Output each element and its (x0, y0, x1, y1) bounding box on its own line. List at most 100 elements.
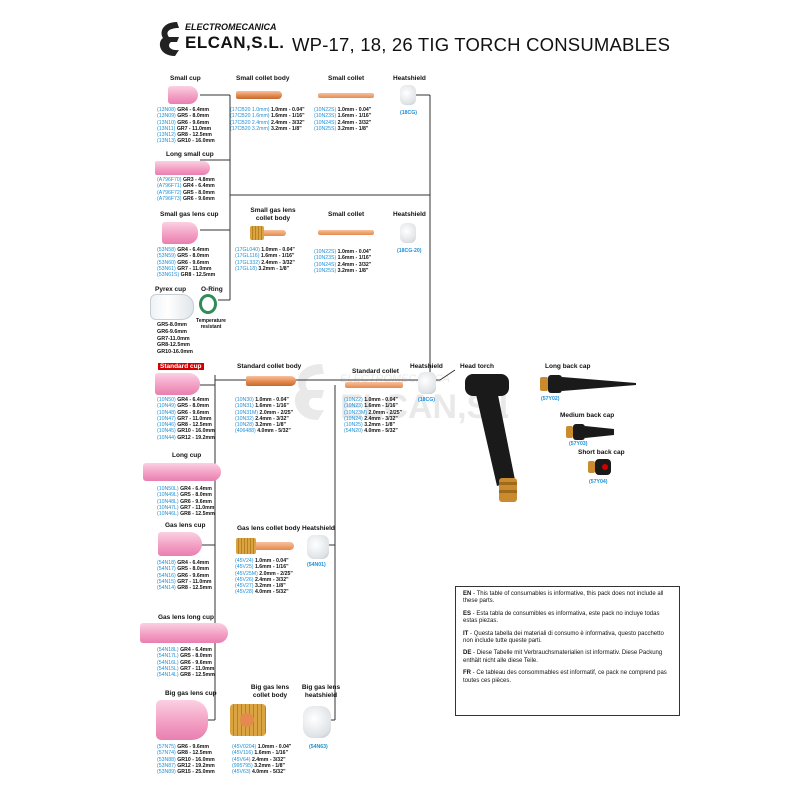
small-collet-body-image (236, 91, 282, 99)
note-text: Questa tabella dei materiali di consumo … (463, 630, 664, 645)
part-row: 13N11 GR7 - 11.0mm (157, 126, 215, 132)
part-row: 10N46 GR8 - 12.5mm (157, 422, 215, 428)
part-size: 4.0mm - 5/32" (364, 428, 398, 435)
part-row: 10N49L GR5 - 8.0mm (157, 492, 215, 498)
part-size: 1.6mm - 1/16" (254, 750, 289, 757)
pyrex-size: GR10-16.0mm (157, 349, 193, 356)
part-size: 1.6mm - 1/16" (270, 113, 305, 120)
part-size: 3.2mm - 1/8" (337, 125, 369, 132)
part-size: GR8 - 12.5mm (180, 511, 215, 518)
part-code: 10N49 (157, 403, 176, 409)
part-row: 53N61 GR7 - 11.0mm (157, 266, 215, 272)
part-row: 53N61S GR8 - 12.5mm (157, 272, 215, 278)
standard-cup-image (155, 373, 200, 395)
part-row: 45V64 2.4mm - 3/32" (232, 757, 291, 763)
part-row: 10N45 GR10 - 16.0mm (157, 428, 215, 434)
part-row: 10N24 2.4mm - 3/32" (344, 416, 402, 422)
part-size: 2.4mm - 3/32" (261, 259, 295, 266)
part-code: 10N49L (157, 492, 179, 498)
heatshield-3-image (418, 372, 436, 394)
short-back-cap-code: 57Y04 (589, 479, 607, 485)
part-row: 10N48 GR6 - 9.6mm (157, 410, 215, 416)
medium-back-cap-code: 57Y03 (569, 441, 587, 447)
part-code: A796F71 (157, 183, 182, 189)
gas-lens-long-cup-list: 54N18L GR4 - 6.4mm54N17L GR5 - 8.0mm54N1… (157, 647, 215, 678)
note-lang: EN (463, 591, 472, 597)
part-code: 45V24 (235, 558, 253, 564)
part-code: 53N58 (157, 247, 176, 253)
part-code: 57N74 (157, 750, 176, 756)
temperature-resistant-label: Temperature resistant (196, 318, 226, 330)
part-size: 1.0mm - 0.04" (257, 744, 292, 750)
part-size: GR5 - 8.0mm (177, 566, 209, 573)
small-collet-body-label: Small collet body (236, 75, 290, 82)
heatshield-4-code: 54N01 (307, 562, 326, 568)
part-row: 10N23S 1.6mm - 1/16" (314, 113, 371, 119)
part-code: 13N09 (157, 113, 176, 119)
part-row: 17GL18 3.2mm - 1/8" (235, 266, 295, 272)
heatshield-2-label: Heatshield (393, 211, 426, 218)
part-size: 3.2mm - 1/8" (255, 422, 286, 429)
part-code: 17GL116 (235, 253, 259, 259)
pyrex-cup-label: Pyrex cup (155, 286, 187, 293)
part-code: 54N16 (157, 573, 176, 579)
part-code: 10N47 (157, 416, 176, 422)
part-code: 54N18 (157, 560, 176, 566)
part-size: 2.0mm - 2/25" (259, 570, 293, 577)
part-size: GR5 - 8.0mm (182, 189, 215, 196)
part-row: 45V25M 2.0mm - 2/25" (235, 571, 293, 577)
part-code: 54N17L (157, 653, 179, 659)
part-code: 10N50L (157, 486, 179, 492)
heatshield-2-code: 18CG-20 (397, 248, 422, 254)
small-collet-image (318, 93, 374, 98)
gas-lens-cup-list: 54N18 GR4 - 6.4mm54N17 GR5 - 8.0mm54N16 … (157, 560, 212, 591)
small-collet-2-image (318, 230, 374, 235)
part-row: 45V25 1.6mm - 1/16" (235, 564, 293, 570)
part-code: 13N13 (157, 138, 176, 144)
part-code: 53N59 (157, 253, 176, 259)
part-row: 53N89 GR15 - 25.0mm (157, 769, 215, 775)
part-code: 53N60 (157, 260, 176, 266)
part-code: 10N46 (157, 422, 176, 428)
standard-cup-list: 10N50 GR4 - 6.4mm10N49 GR5 - 8.0mm10N48 … (157, 397, 215, 441)
gas-lens-collet-body-label: Gas lens collet body (237, 525, 301, 532)
medium-back-cap-label: Medium back cap (560, 412, 615, 419)
part-row: 10N47L GR7 - 11.0mm (157, 505, 215, 511)
part-row: 13N08 GR4 - 6.4mm (157, 107, 215, 113)
part-row: 57N74 GR8 - 12.5mm (157, 750, 215, 756)
part-size: GR5 - 8.0mm (177, 403, 209, 410)
part-code: 54N15 (157, 579, 176, 585)
standard-collet-body-list: 10N30 1.0mm - 0.04"10N31 1.6mm - 1/16"10… (235, 397, 293, 435)
gas-lens-cup-image (158, 532, 202, 556)
part-code: 53N61S (157, 272, 179, 278)
part-size: 2.4mm - 3/32" (337, 261, 372, 268)
gas-lens-long-cup-image (140, 623, 228, 643)
big-gas-lens-collet-body-label: Big gas lens collet body (250, 684, 290, 699)
part-row: 53N59 GR5 - 8.0mm (157, 253, 215, 259)
gas-lens-long-cup-label: Gas lens long cup (158, 614, 214, 621)
part-code: 10N48L (157, 499, 179, 505)
part-code: 10N25S (314, 268, 336, 274)
small-cup-list: 13N08 GR4 - 6.4mm13N09 GR5 - 8.0mm13N10 … (157, 107, 215, 145)
part-code: 10N23 (344, 403, 363, 409)
part-code: A796F70 (157, 177, 182, 183)
part-size: GR12 - 19.2mm (177, 434, 215, 441)
part-code: 10N50 (157, 397, 176, 403)
part-row: 54N18L GR4 - 6.4mm (157, 647, 215, 653)
part-row: 10N23M 2.0mm - 2/25" (344, 410, 402, 416)
part-size: 1.6mm - 1/16" (337, 255, 372, 262)
part-row: 10N28 3.2mm - 1/8" (235, 422, 293, 428)
part-row: 54N14L GR8 - 12.5mm (157, 672, 215, 678)
part-size: 1.0mm - 0.04" (337, 249, 372, 255)
part-row: 10N23S 1.6mm - 1/16" (314, 255, 371, 261)
pyrex-list: GR5-8.0mm GR6-9.6mm GR7-11.0mm GR8-12.5m… (157, 322, 193, 356)
part-size: GR6 - 9.6mm (177, 409, 209, 416)
standard-collet-body-image (246, 376, 296, 386)
part-code: 10N31M (235, 410, 258, 416)
part-row: 10N31 1.6mm - 1/16" (235, 403, 293, 409)
part-code: 10N23S (314, 113, 336, 119)
part-code: 17GL332 (235, 260, 260, 266)
long-small-cup-label: Long small cup (166, 151, 214, 158)
part-code: 10N24 (344, 416, 363, 422)
pyrex-cup-image (150, 294, 194, 320)
